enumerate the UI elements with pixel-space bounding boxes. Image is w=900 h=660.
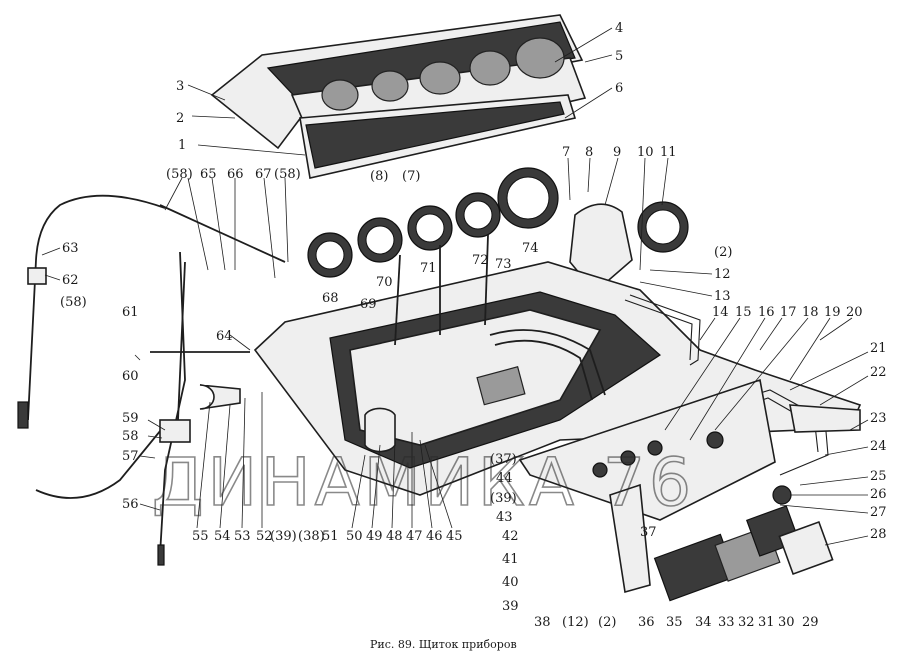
callout-21: 21 xyxy=(870,341,887,356)
callout-16: 16 xyxy=(758,305,775,320)
callout-8: 8 xyxy=(585,145,593,160)
callout-4: 4 xyxy=(615,21,623,36)
callout-68: 68 xyxy=(322,291,339,306)
callout-51: 51 xyxy=(322,529,339,544)
callout-22: 22 xyxy=(870,365,887,380)
callout-p2-top: (2) xyxy=(714,245,732,260)
callout-46: 46 xyxy=(426,529,443,544)
callout-6: 6 xyxy=(615,81,623,96)
callout-3: 3 xyxy=(176,79,184,94)
callout-64: 64 xyxy=(216,329,233,344)
callout-63: 63 xyxy=(62,241,79,256)
callout-34: 34 xyxy=(695,615,712,630)
callout-45: 45 xyxy=(446,529,463,544)
callout-38: 38 xyxy=(534,615,551,630)
callout-66: 66 xyxy=(227,167,244,182)
callout-54: 54 xyxy=(214,529,231,544)
callout-28: 28 xyxy=(870,527,887,542)
callout-31: 31 xyxy=(758,615,775,630)
callout-11: 11 xyxy=(660,145,677,160)
callout-p39-right: (39) xyxy=(490,491,517,506)
callout-62: 62 xyxy=(62,273,79,288)
callout-44: 44 xyxy=(496,471,513,486)
callout-9: 9 xyxy=(613,145,621,160)
callout-32: 32 xyxy=(738,615,755,630)
callout-71: 71 xyxy=(420,261,437,276)
left-components xyxy=(17,194,286,566)
callout-5: 5 xyxy=(615,49,623,64)
callout-25: 25 xyxy=(870,469,887,484)
callout-37: 37 xyxy=(640,525,657,540)
callout-p58-top: (58) xyxy=(166,167,193,182)
figure-caption: Рис. 89. Щиток приборов xyxy=(370,638,517,651)
watermark: ДИНАМИКА 76 xyxy=(152,444,695,521)
callout-29: 29 xyxy=(802,615,819,630)
callout-55: 55 xyxy=(192,529,209,544)
callout-41: 41 xyxy=(502,552,519,567)
callout-49: 49 xyxy=(366,529,383,544)
callout-39: 39 xyxy=(502,599,519,614)
callout-26: 26 xyxy=(870,487,887,502)
callout-70: 70 xyxy=(376,275,393,290)
callout-43: 43 xyxy=(496,510,513,525)
callout-27: 27 xyxy=(870,505,887,520)
callout-p58-mid: (58) xyxy=(274,167,301,182)
callout-2: 2 xyxy=(176,111,184,126)
callout-18: 18 xyxy=(802,305,819,320)
leader-lines xyxy=(41,27,869,546)
callout-65: 65 xyxy=(200,167,217,182)
callout-61: 61 xyxy=(122,305,139,320)
callout-50: 50 xyxy=(346,529,363,544)
callout-15: 15 xyxy=(735,305,752,320)
callout-p39-left: (39) xyxy=(270,529,297,544)
callout-74: 74 xyxy=(522,241,539,256)
callout-56: 56 xyxy=(122,497,139,512)
callout-40: 40 xyxy=(502,575,519,590)
callout-35: 35 xyxy=(666,615,683,630)
right-frame xyxy=(518,294,861,602)
callout-20: 20 xyxy=(846,305,863,320)
callout-p2-bottom: (2) xyxy=(598,615,616,630)
callout-60: 60 xyxy=(122,369,139,384)
callout-67: 67 xyxy=(255,167,272,182)
callout-p38: (38) xyxy=(298,529,325,544)
callout-24: 24 xyxy=(870,439,887,454)
gauges xyxy=(307,167,689,294)
callout-p58-left: (58) xyxy=(60,295,87,310)
callout-14: 14 xyxy=(712,305,729,320)
callout-73: 73 xyxy=(495,257,512,272)
callout-p37: (37) xyxy=(490,452,517,467)
callout-59: 59 xyxy=(122,411,139,426)
callout-p12: (12) xyxy=(562,615,589,630)
callout-23: 23 xyxy=(870,411,887,426)
callout-17: 17 xyxy=(780,305,797,320)
callout-47: 47 xyxy=(406,529,423,544)
callout-36: 36 xyxy=(638,615,655,630)
callout-p7: (7) xyxy=(402,169,420,184)
panel-body xyxy=(253,234,862,496)
instrument-hood xyxy=(210,14,587,179)
callout-48: 48 xyxy=(386,529,403,544)
callout-57: 57 xyxy=(122,449,139,464)
callout-58: 58 xyxy=(122,429,139,444)
callout-69: 69 xyxy=(360,297,377,312)
callout-42: 42 xyxy=(502,529,519,544)
callout-19: 19 xyxy=(824,305,841,320)
callout-p8: (8) xyxy=(370,169,388,184)
callout-1: 1 xyxy=(178,138,186,153)
callout-7: 7 xyxy=(562,145,570,160)
callout-53: 53 xyxy=(234,529,251,544)
callout-72: 72 xyxy=(472,253,489,268)
callout-33: 33 xyxy=(718,615,735,630)
callout-labels: 1 2 3 4 5 6 7 8 9 10 11 (2) 12 13 14 15 … xyxy=(60,21,887,630)
callout-13: 13 xyxy=(714,289,731,304)
callout-10: 10 xyxy=(637,145,654,160)
callout-52: 52 xyxy=(256,529,273,544)
callout-12: 12 xyxy=(714,267,731,282)
callout-30: 30 xyxy=(778,615,795,630)
